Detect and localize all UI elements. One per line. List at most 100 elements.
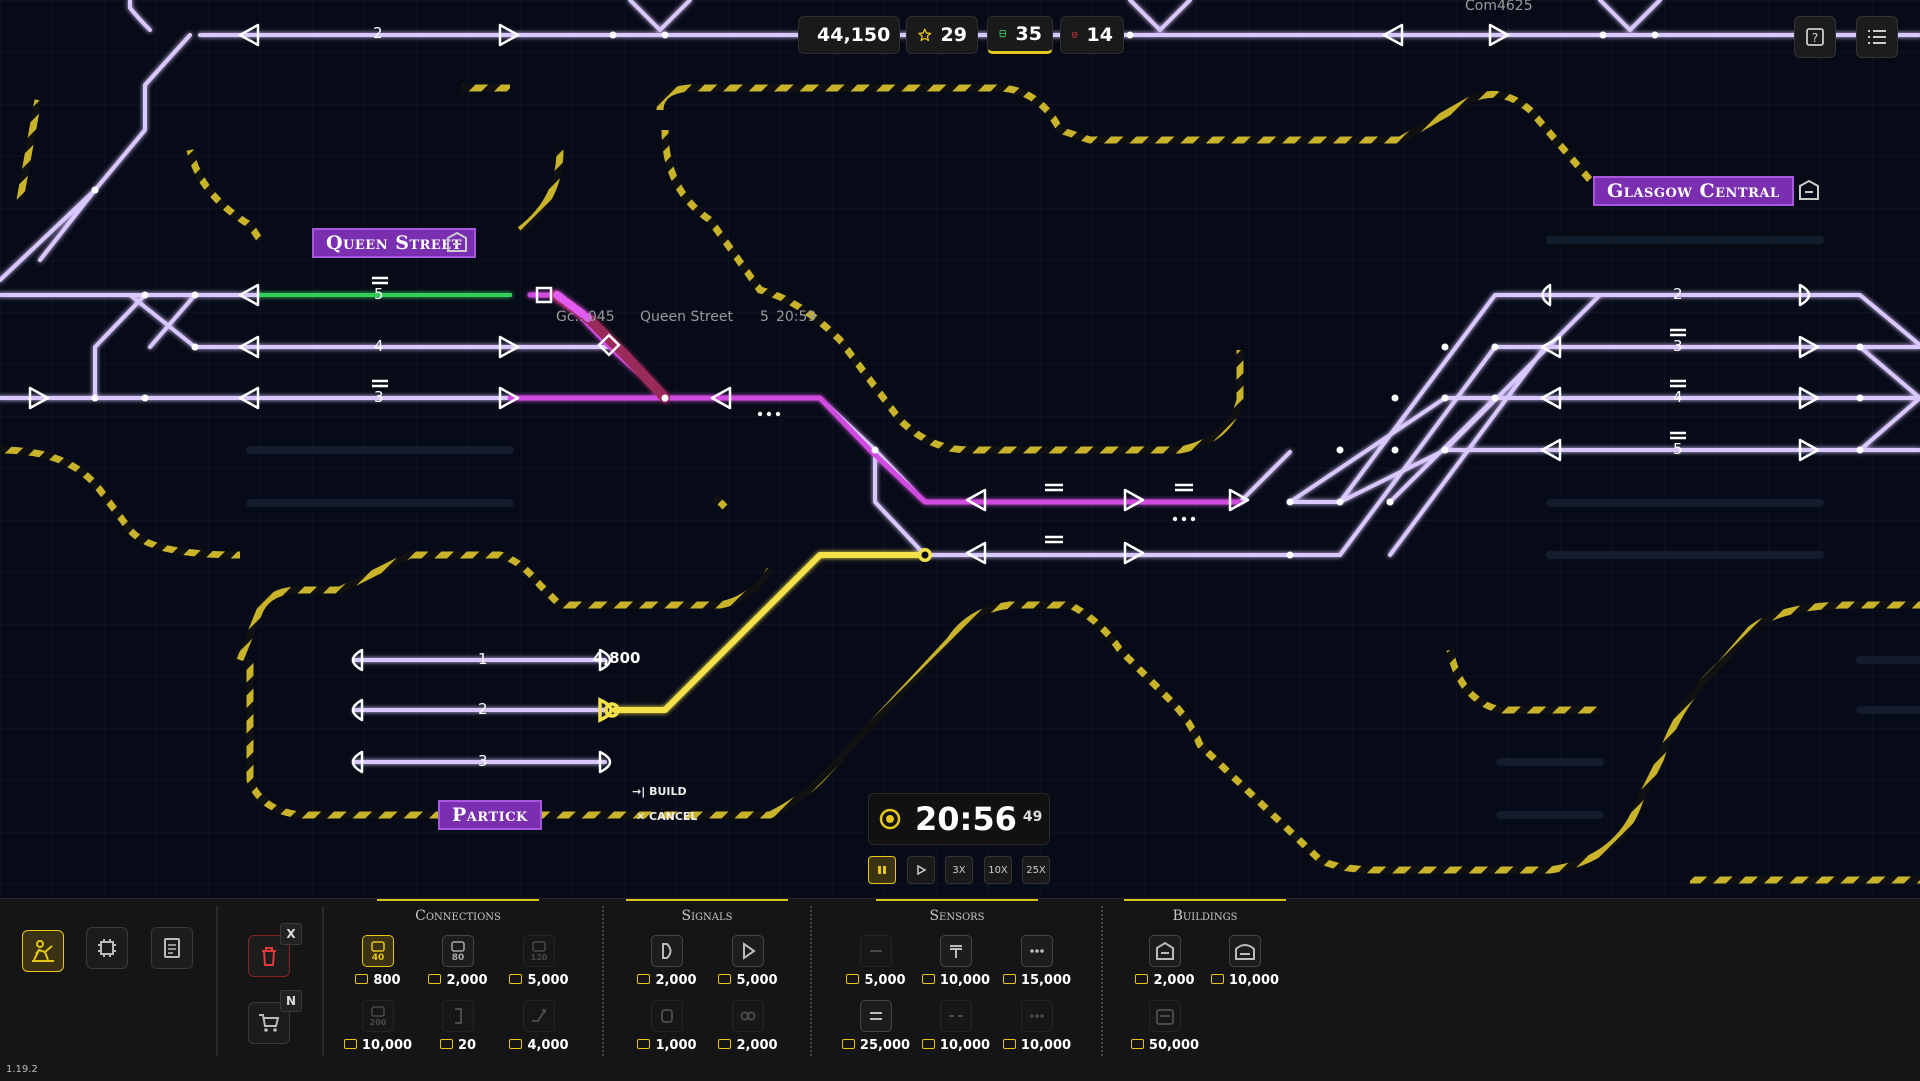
stars-counter: 29 [906, 16, 978, 54]
toolbar-separator [322, 906, 324, 1056]
connection-platform-40[interactable]: 40 800 [338, 935, 418, 991]
top-train-label[interactable]: Com4625 [1465, 0, 1533, 14]
toolbar-separator [216, 906, 218, 1056]
crossover-icon [523, 1000, 555, 1032]
connection-platform-200[interactable]: 200 10,000 [338, 1000, 418, 1056]
connection-buffer-stop[interactable]: 20 [418, 1000, 498, 1056]
connection-crossover[interactable]: 4,000 [499, 1000, 579, 1056]
category-separator [810, 906, 812, 1056]
train-red-icon [1072, 31, 1078, 39]
train-green-icon [999, 30, 1006, 38]
notes-mode-button[interactable] [151, 927, 193, 969]
svg-text:?: ? [1812, 31, 1818, 45]
building-depot[interactable]: 50,000 [1125, 1000, 1205, 1056]
platform-80-icon: 80 [442, 935, 474, 967]
sensor-dots[interactable]: 15,000 [997, 935, 1077, 991]
sensor-double[interactable]: 25,000 [836, 1000, 916, 1056]
building-large-station[interactable]: 10,000 [1205, 935, 1285, 991]
station-building-icon[interactable] [1797, 178, 1821, 202]
delete-button[interactable] [248, 935, 290, 977]
trash-icon [262, 947, 276, 966]
trains-red-value: 14 [1086, 24, 1113, 46]
svg-text:40: 40 [372, 953, 385, 962]
track-length-label: 4,800 [593, 649, 641, 667]
sensor-stop[interactable]: 10,000 [916, 935, 996, 991]
track-number: 1 [478, 650, 488, 668]
track-number: 3 [478, 752, 488, 770]
track-number: 3 [374, 388, 384, 406]
pause-button[interactable] [868, 856, 896, 884]
speed-10x-button[interactable]: 10X [984, 856, 1012, 884]
speed-3x-button[interactable]: 3X [945, 856, 973, 884]
svg-text:200: 200 [370, 1018, 387, 1027]
shop-key-hint: N [280, 990, 302, 1012]
sensor-double-icon [860, 1000, 892, 1032]
station-queen-street[interactable]: Queen Street [312, 228, 476, 258]
game-clock: 20:56 49 [868, 793, 1050, 845]
track-number: 4 [1673, 388, 1683, 406]
construction-mode-button[interactable] [22, 930, 64, 972]
clock-record-icon [879, 808, 901, 830]
station-building-icon[interactable] [445, 230, 469, 254]
sensor-stop-icon [940, 935, 972, 967]
signal-loop[interactable]: 2,000 [708, 1000, 788, 1056]
list-menu-icon [1868, 30, 1886, 44]
category-accent-bar [1124, 899, 1286, 901]
category-title-connections: Connections [415, 908, 501, 924]
train-platform: 5 [760, 309, 769, 325]
category-accent-bar [626, 899, 788, 901]
svg-text:80: 80 [452, 953, 465, 962]
build-toolbar [0, 898, 1920, 1081]
chain-signal-icon [651, 1000, 683, 1032]
play-icon [917, 864, 927, 876]
platform-40-icon: 40 [362, 935, 394, 967]
sensor-dots2[interactable]: 10,000 [997, 1000, 1077, 1056]
play-button[interactable] [907, 856, 935, 884]
path-signal-icon [651, 935, 683, 967]
money-value: 44,150 [817, 24, 891, 46]
block-signal-icon [732, 935, 764, 967]
track-number: 5 [374, 285, 384, 303]
help-icon: ? [1806, 28, 1824, 46]
chip-icon [98, 939, 116, 957]
small-station-icon [1149, 935, 1181, 967]
station-glasgow-central[interactable]: Glasgow Central [1593, 176, 1794, 206]
track-number: 3 [1673, 337, 1683, 355]
sensor-dash-icon [860, 935, 892, 967]
shop-button[interactable] [248, 1002, 290, 1044]
buffer-stop-icon [442, 1000, 474, 1032]
connection-platform-80[interactable]: 80 2,000 [418, 935, 498, 991]
loop-signal-icon [732, 1000, 764, 1032]
speed-25x-button[interactable]: 25X [1022, 856, 1050, 884]
menu-button[interactable] [1856, 16, 1898, 58]
help-button[interactable]: ? [1794, 16, 1836, 58]
sensor-dots2-icon [1021, 1000, 1053, 1032]
sensor-dash[interactable]: 5,000 [836, 935, 916, 991]
cart-icon [259, 1014, 280, 1032]
stars-value: 29 [940, 24, 967, 46]
category-separator [1101, 906, 1103, 1056]
clock-seconds: 49 [1022, 809, 1043, 825]
sensor-dots-icon [1021, 935, 1053, 967]
hazard-boundaries [0, 84, 1920, 884]
cancel-hint: ✕ CANCEL [636, 810, 698, 823]
train-time: 20:59 [776, 309, 817, 325]
trains-late-counter[interactable]: 14 [1060, 16, 1124, 54]
signal-block[interactable]: 5,000 [708, 935, 788, 991]
train-id: Gc...045 [556, 309, 615, 325]
track-number: 4 [374, 337, 384, 355]
train-destination: Queen Street [640, 309, 733, 325]
connection-platform-120[interactable]: 120 5,000 [499, 935, 579, 991]
track-number: 2 [1673, 285, 1683, 303]
track-number: 2 [478, 700, 488, 718]
signal-chain[interactable]: 1,000 [627, 1000, 707, 1056]
money-counter: 44,150 [798, 16, 900, 54]
document-icon [164, 938, 180, 958]
station-partick[interactable]: Partick [438, 800, 542, 830]
clock-time: 20:56 [915, 800, 1017, 838]
chip-mode-button[interactable] [86, 927, 128, 969]
building-small-station[interactable]: 2,000 [1125, 935, 1205, 991]
sensor-dash2[interactable]: 10,000 [916, 1000, 996, 1056]
signal-path[interactable]: 2,000 [627, 935, 707, 991]
trains-ontime-counter[interactable]: 35 [987, 16, 1053, 54]
